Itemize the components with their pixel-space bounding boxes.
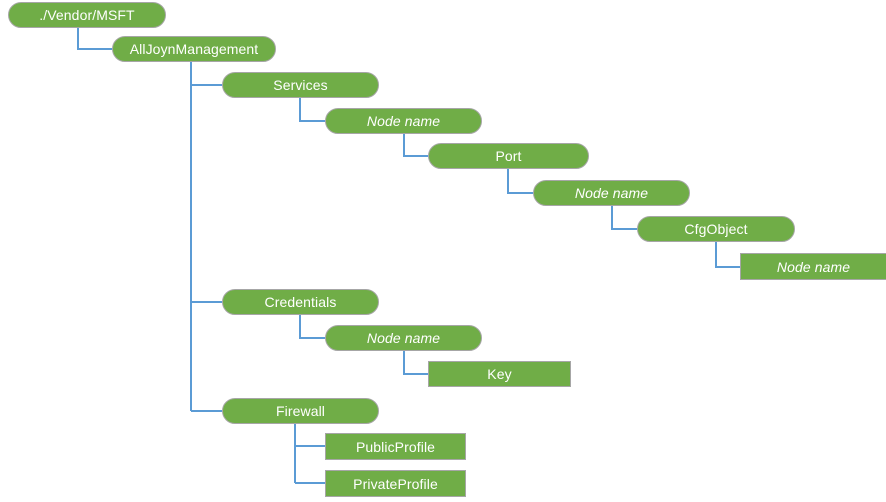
connector-node-name-to-cfgobject [611, 206, 637, 230]
connector-node-name-to-key [403, 351, 428, 375]
tree-node-firewall[interactable]: Firewall [222, 398, 379, 424]
tree-node-label: Node name [574, 185, 649, 201]
tree-node-label: Port [495, 148, 522, 164]
tree-node-label: PublicProfile [355, 438, 436, 455]
connector-node-name-to-port [403, 134, 428, 157]
connector-cfgobject-to-node-name [715, 242, 740, 268]
tree-node-services[interactable]: Services [222, 72, 379, 98]
connector-credentials-to-node-name [299, 315, 325, 339]
connector-vendor-to-alljoyn [77, 28, 112, 50]
tree-node-label: Credentials [264, 294, 337, 310]
tree-node-label: ./Vendor/MSFT [39, 7, 135, 23]
tree-node-label: Node name [366, 330, 441, 346]
tree-node-label: Node name [366, 113, 441, 129]
tree-node-label: CfgObject [684, 221, 748, 237]
connector-services-to-node-name [299, 98, 325, 122]
tree-node-vendor-msft[interactable]: ./Vendor/MSFT [8, 2, 166, 28]
tree-node-port-node-name[interactable]: Node name [533, 180, 690, 206]
tree-node-label: Node name [776, 258, 851, 275]
tree-node-label: PrivateProfile [353, 475, 438, 492]
tree-node-alljoynmanagement[interactable]: AllJoynManagement [112, 36, 276, 62]
tree-node-label: Firewall [275, 403, 326, 419]
tree-node-credentials[interactable]: Credentials [222, 289, 379, 315]
tree-node-label: Key [487, 366, 512, 382]
connector-port-to-node-name [507, 169, 533, 194]
tree-node-label: Services [273, 77, 328, 93]
tree-node-publicprofile[interactable]: PublicProfile [325, 433, 466, 460]
tree-node-key[interactable]: Key [428, 361, 571, 387]
tree-node-label: AllJoynManagement [129, 41, 259, 57]
tree-node-cfgobject[interactable]: CfgObject [637, 216, 795, 242]
tree-node-port[interactable]: Port [428, 143, 589, 169]
tree-node-services-node-name[interactable]: Node name [325, 108, 482, 134]
tree-node-cfgobject-node-name[interactable]: Node name [740, 253, 886, 280]
tree-node-credentials-node-name[interactable]: Node name [325, 325, 482, 351]
tree-node-privateprofile[interactable]: PrivateProfile [325, 470, 466, 497]
